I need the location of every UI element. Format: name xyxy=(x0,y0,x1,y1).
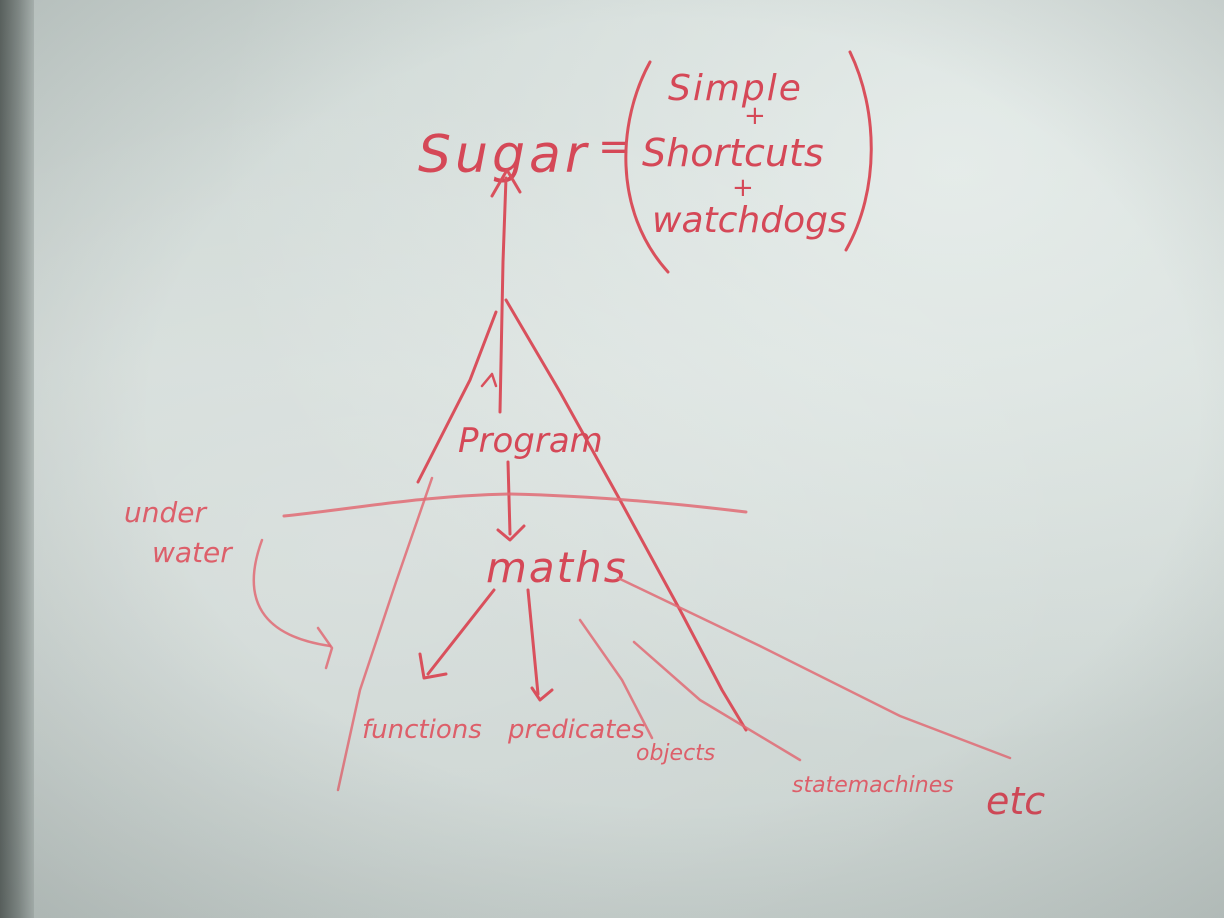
word-water: water xyxy=(152,536,233,569)
whiteboard-frame-edge xyxy=(0,0,34,918)
word-watchdogs: watchdogs xyxy=(652,200,847,241)
word-sugar: Sugar xyxy=(418,125,590,185)
word-simple: Simple xyxy=(668,68,803,109)
word-predicates: predicates xyxy=(507,715,645,745)
arrowhead-maths xyxy=(496,524,526,542)
triangle-left-upper xyxy=(416,310,498,484)
plus-sign-1: + xyxy=(744,101,766,131)
arrow-program-to-sugar xyxy=(498,176,508,414)
word-functions: functions xyxy=(362,715,482,745)
word-program: Program xyxy=(458,421,603,461)
underwater-curved-arrow xyxy=(252,538,332,648)
plus-sign-2: + xyxy=(732,173,754,203)
word-under: under xyxy=(124,496,207,529)
arrowhead-sugar xyxy=(490,168,522,198)
branch-to-functions xyxy=(426,588,496,676)
water-line xyxy=(282,492,748,518)
word-statemachines: statemachines xyxy=(792,773,954,798)
word-maths: maths xyxy=(486,543,628,592)
underwater-arrowhead xyxy=(316,626,334,670)
word-shortcuts: Shortcuts xyxy=(642,131,824,175)
arrowhead-functions xyxy=(418,652,448,680)
branch-to-predicates xyxy=(526,588,540,696)
branch-to-statemachines xyxy=(632,640,802,762)
triangle-right-side xyxy=(504,298,748,732)
word-objects: objects xyxy=(636,741,715,766)
word-etc: etc xyxy=(986,779,1045,823)
arrowhead-predicates xyxy=(530,686,554,702)
right-parenthesis xyxy=(844,50,873,252)
branch-to-objects xyxy=(578,618,654,740)
left-parenthesis xyxy=(624,60,670,274)
small-caret xyxy=(480,372,498,388)
branch-to-etc xyxy=(616,576,1012,760)
arrow-program-to-maths xyxy=(506,460,512,536)
triangle-left-lower xyxy=(336,476,434,792)
